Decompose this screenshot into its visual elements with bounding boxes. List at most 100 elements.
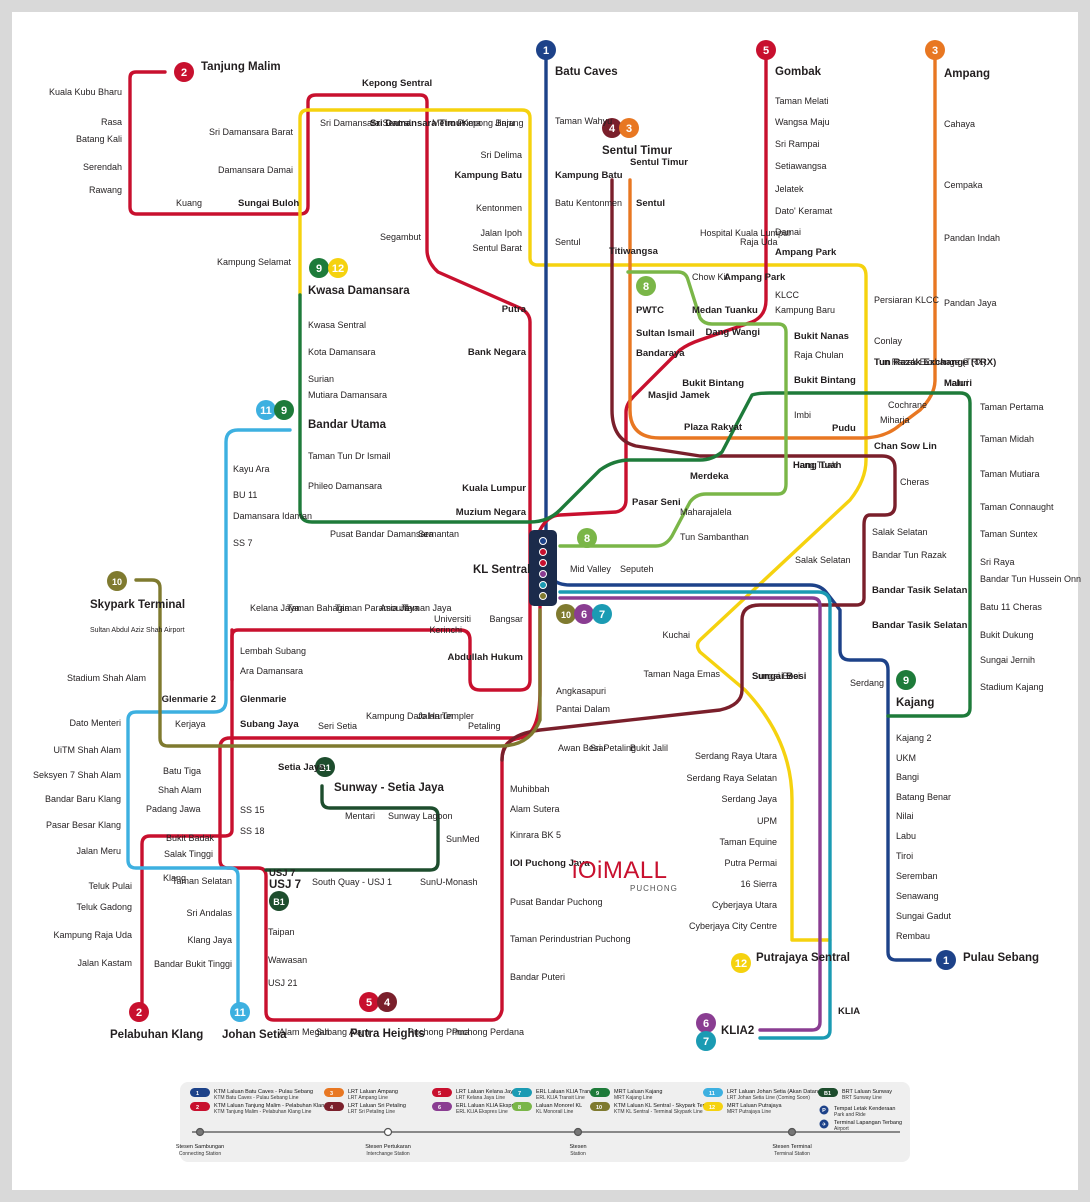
station-label-line3-5[interactable]: Miharja [880,415,910,425]
station-label-line12-29[interactable]: Cyberjaya City Centre [689,921,777,931]
station-label-line2-8[interactable]: Sri Damansara Barat [209,127,294,137]
station-label-line9-22[interactable]: Bukit Dukung [980,630,1034,640]
terminal-batu-caves[interactable]: Batu Caves [555,66,618,78]
station-label-line1-20[interactable]: Nilai [896,811,914,821]
station-label-line5-10[interactable]: Dang Wangi [705,327,760,338]
station-label-line2-5[interactable]: Kuang [176,198,202,208]
station-label-line3-24[interactable]: Muhibbah [510,784,550,794]
station-label-line9-13[interactable]: Maluri [944,378,969,388]
station-label-line1-12[interactable]: Seputeh [620,564,654,574]
station-label-line11-1[interactable]: BU 11 [233,490,257,500]
terminal-putra-heights[interactable]: Putra Heights [350,1028,425,1040]
station-label-line1-25[interactable]: Sungai Gadut [896,911,952,921]
station-label-line3-20[interactable]: Sungai Besi [752,671,800,681]
station-label-line3-17[interactable]: Salak Selatan [872,527,928,537]
station-label-line9-24[interactable]: Stadium Kajang [980,682,1044,692]
station-label-line1-24[interactable]: Senawang [896,891,939,901]
station-label-line1-26[interactable]: Rembau [896,931,930,941]
station-label-line2-12[interactable]: Teluk Pulai [88,881,132,891]
station-label-line9-1[interactable]: Kota Damansara [308,347,376,357]
station-label-line3-7[interactable]: Plaza Rakyat [684,422,743,433]
station-label-line10-3[interactable]: Jalan Templer [418,711,474,721]
badge-line3-top[interactable]: 3 [925,40,945,60]
badge-kl-sentral-airport[interactable]: 10 6 7 [556,604,612,624]
station-label-line3-30[interactable]: Bandar Puteri [510,972,565,982]
station-label-line11-2[interactable]: Damansara Idaman [233,511,312,521]
station-kwasa-damansara[interactable]: Kwasa Damansara [308,285,410,297]
station-label-line3-9[interactable]: Bukit Bintang [682,378,744,389]
station-label-line2-9[interactable]: Damansara Damai [218,165,293,175]
station-label-line1-2[interactable]: Batu Kentonmen [555,198,622,208]
station-label-line5-19[interactable]: Kelana Jaya [250,603,300,613]
station-label-lineB1-0[interactable]: Mentari [345,811,375,821]
badge-klia2[interactable]: 6 7 [696,1013,716,1051]
station-label-line3-27[interactable]: IOI Puchong Jaya [510,858,590,869]
station-label-line5-25[interactable]: SS 18 [240,826,265,836]
station-label-line11-8[interactable]: Seksyen 7 Shah Alam [33,770,121,780]
station-label-line12-20[interactable]: Sungai Besi [752,671,806,682]
station-label-line2-2[interactable]: Batang Kali [76,134,122,144]
station-label-line8-1[interactable]: Bukit Nanas [794,331,849,342]
station-label-line9-7[interactable]: Semantan [418,529,459,539]
station-label-line5-16[interactable]: Asia Jaya [380,603,419,613]
station-label-line5-6[interactable]: Damai [775,227,801,237]
station-label-line5-7[interactable]: Ampang Park [775,247,837,258]
station-label-line5-12[interactable]: Pasar Seni [632,497,681,508]
station-label-line2-4[interactable]: Rawang [89,185,122,195]
station-label-lineB1-2[interactable]: SunMed [446,834,480,844]
station-label-line10-4[interactable]: Petaling [468,721,501,731]
station-label-other-6[interactable]: Setia Jaya [278,762,325,773]
station-label-line3-13[interactable]: PWTC [636,305,664,316]
station-label-line11-6[interactable]: Dato Menteri [69,718,121,728]
station-label-line11-3[interactable]: SS 7 [233,538,253,548]
station-label-other-5[interactable]: KLIA [838,1006,860,1017]
station-label-line1-13[interactable]: Salak Selatan [795,555,851,565]
station-label-line12-7[interactable]: Kentonmen [476,203,522,213]
station-label-line5-23[interactable]: Subang Jaya [240,719,299,730]
station-label-line5-28[interactable]: Wawasan [268,955,307,965]
station-label-line5-2[interactable]: Sri Rampai [775,139,820,149]
station-label-line5-8[interactable]: KLCC [775,290,800,300]
terminal-sentul-timur[interactable]: Sentul Timur [602,145,673,157]
station-label-line9-16[interactable]: Taman Mutiara [980,469,1040,479]
badge-johan-setia[interactable]: 11 [230,1002,250,1022]
station-label-line3-25[interactable]: Alam Sutera [510,804,560,814]
terminal-pelabuhan-klang[interactable]: Pelabuhan Klang [110,1029,203,1041]
badge-sentul-timur[interactable]: 4 3 [602,118,639,138]
station-label-line3-6[interactable]: Pudu [832,423,856,434]
station-label-line11-15[interactable]: Klang Jaya [187,935,232,945]
station-label-other-1[interactable]: Shah Alam [158,785,202,795]
station-kajang[interactable]: Kajang [896,697,934,709]
station-label-line5-29[interactable]: USJ 21 [268,978,298,988]
badge-line1-top[interactable]: 1 [536,40,556,60]
station-label-line5-31[interactable]: Subang Alam [316,1027,370,1037]
station-label-line3-14[interactable]: Sentul [636,198,665,209]
terminal-klia2[interactable]: KLIA2 [721,1025,754,1037]
station-label-line12-3[interactable]: Kepong Baru [462,118,515,128]
station-label-line12-25[interactable]: Taman Equine [719,837,777,847]
station-label-other-3[interactable]: Bukit Badak [166,833,215,843]
terminal-sultan-abdul-aziz[interactable]: Sultan Abdul Aziz Shah Airport [90,627,185,634]
station-label-line12-6[interactable]: Kampung Batu [454,170,522,181]
station-label-line12-14[interactable]: Persiaran KLCC [874,295,940,305]
station-label-line1-21[interactable]: Labu [896,831,916,841]
station-label-line3-16[interactable]: Cheras [900,477,930,487]
station-label-line3-21[interactable]: Awan Besar [558,743,606,753]
station-label-line3-8[interactable]: Hang Tuah [793,460,842,471]
station-label-line3-28[interactable]: Pusat Bandar Puchong [510,897,603,907]
badge-pwtc[interactable]: 8 [636,276,656,296]
station-label-line5-15[interactable]: Taman Jaya [403,603,452,613]
station-label-line12-27[interactable]: 16 Sierra [740,879,777,889]
station-label-line2-13[interactable]: Teluk Gadong [76,902,132,912]
station-label-line1-14[interactable]: Bandar Tasik Selatan [872,585,968,596]
station-label-line2-7[interactable]: Kepong Sentral [362,78,432,89]
station-label-line9-17[interactable]: Taman Connaught [980,502,1054,512]
station-label-line9-20[interactable]: Bandar Tun Hussein Onn [980,574,1081,584]
station-label-line10-1[interactable]: Seri Setia [318,721,357,731]
kl-sentral-hub[interactable] [529,530,557,606]
badge-kwasa[interactable]: 9 12 [309,258,348,278]
station-label-line2-3[interactable]: Serendah [83,162,122,172]
station-label-line1-8[interactable]: Abdullah Hukum [448,652,523,663]
station-label-line1-10[interactable]: Pantai Dalam [556,704,610,714]
badge-putrajaya[interactable]: 12 [731,953,751,973]
